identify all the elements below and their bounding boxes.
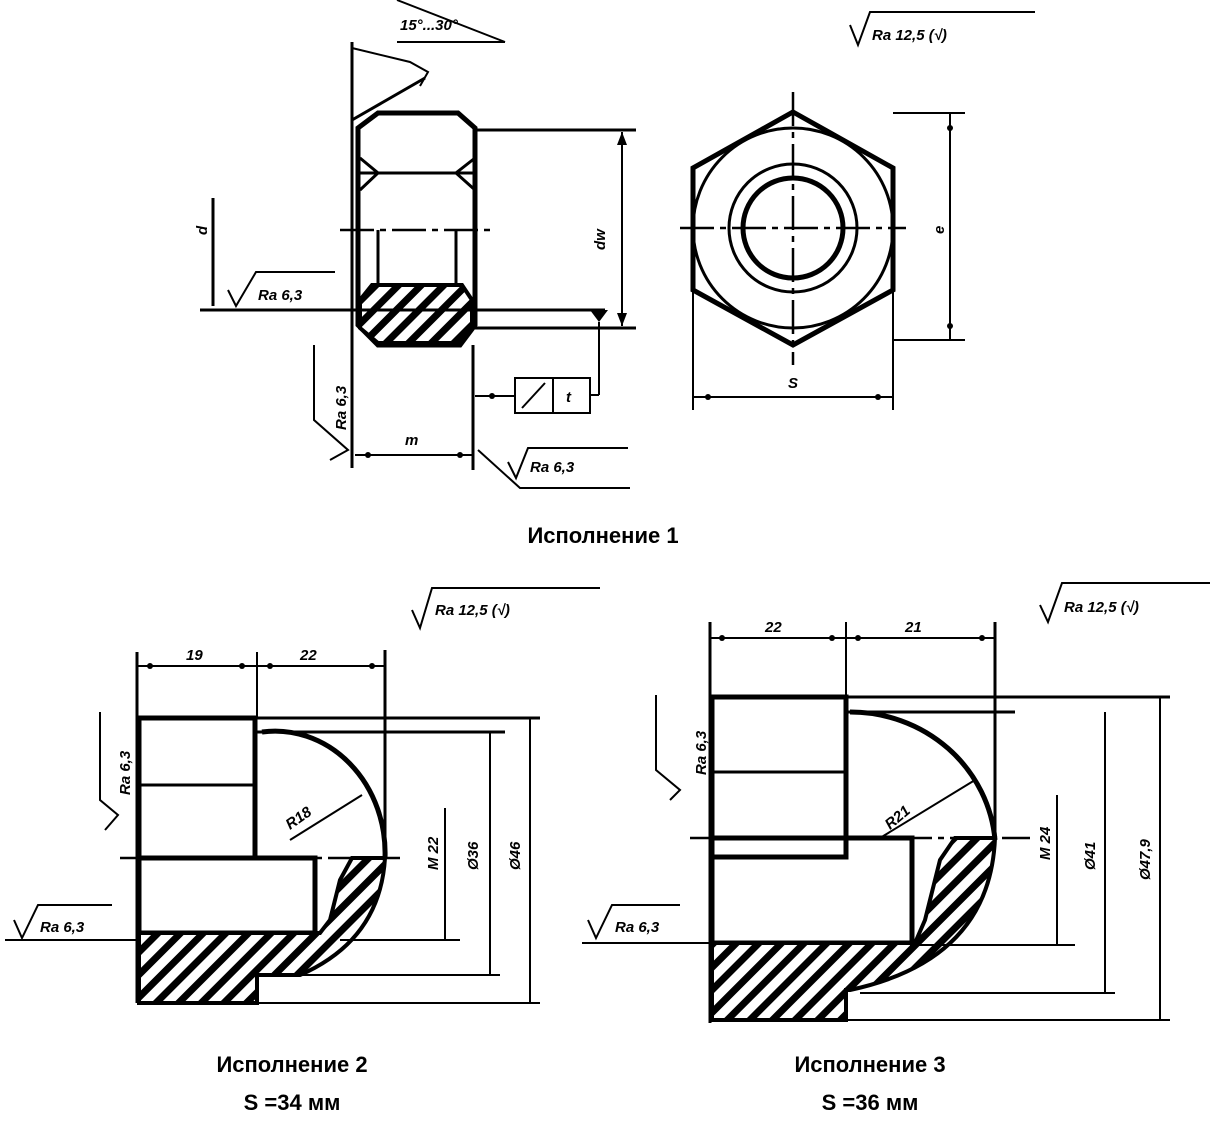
v3-roughness-side: Ra 6,3 — [693, 730, 710, 775]
tolerance-value: t — [566, 389, 572, 406]
v2-dia-outer: Ø46 — [507, 841, 524, 870]
v3-roughness-general: Ra 12,5 (√) — [1064, 599, 1139, 616]
v2-dim-left: 19 — [186, 647, 203, 664]
dim-m-label: m — [405, 432, 418, 449]
hatched-section — [358, 283, 474, 345]
roughness-general: Ra 12,5 (√) — [872, 27, 947, 44]
variant2-view: Ra 12,5 (√) 19 22 R18 M 22 Ø36 Ø46 Ra 6,… — [5, 587, 600, 1005]
angle-label: 15°...30° — [400, 17, 459, 34]
variant2-s-value: S =34 мм — [244, 1090, 341, 1115]
v3-radius: R21 — [882, 802, 914, 833]
dim-s-label: S — [788, 375, 798, 392]
v3-roughness-bearing: Ra 6,3 — [615, 919, 660, 936]
v2-roughness-general: Ra 12,5 (√) — [435, 602, 510, 619]
roughness-bearing: Ra 6,3 — [258, 287, 303, 304]
variant3-caption: Исполнение 3 — [794, 1052, 945, 1077]
variant3-view: Ra 12,5 (√) 22 21 R21 M 24 Ø41 Ø47,9 Ra … — [582, 582, 1210, 1023]
tolerance-frame: t — [475, 377, 591, 414]
variant1-section-view: 15°...30° dw d Ra 6,3 t — [194, 0, 636, 489]
v3-dia-inner: Ø41 — [1082, 842, 1099, 870]
dim-dw-label: dw — [592, 228, 609, 250]
v2-dim-right: 22 — [299, 647, 317, 664]
dim-e-label: e — [931, 226, 948, 234]
v3-dim-right: 21 — [904, 619, 922, 636]
v3-thread: M 24 — [1037, 826, 1054, 860]
v2-thread: M 22 — [425, 836, 442, 870]
variant3-s-value: S =36 мм — [822, 1090, 919, 1115]
dim-d-label: d — [194, 225, 211, 235]
v2-roughness-side: Ra 6,3 — [117, 750, 134, 795]
variant1-top-view: e S Ra 12,5 (√) — [680, 11, 1035, 410]
v3-hatched-section — [710, 836, 998, 1022]
v2-roughness-bearing: Ra 6,3 — [40, 919, 85, 936]
v3-dim-left: 22 — [764, 619, 782, 636]
v2-radius: R18 — [283, 803, 316, 833]
variant1-caption: Исполнение 1 — [527, 523, 678, 548]
variant2-caption: Исполнение 2 — [216, 1052, 367, 1077]
roughness-face: Ra 6,3 — [530, 459, 575, 476]
v2-dia-inner: Ø36 — [465, 841, 482, 870]
roughness-side: Ra 6,3 — [333, 385, 350, 430]
v3-dia-outer: Ø47,9 — [1137, 838, 1154, 880]
